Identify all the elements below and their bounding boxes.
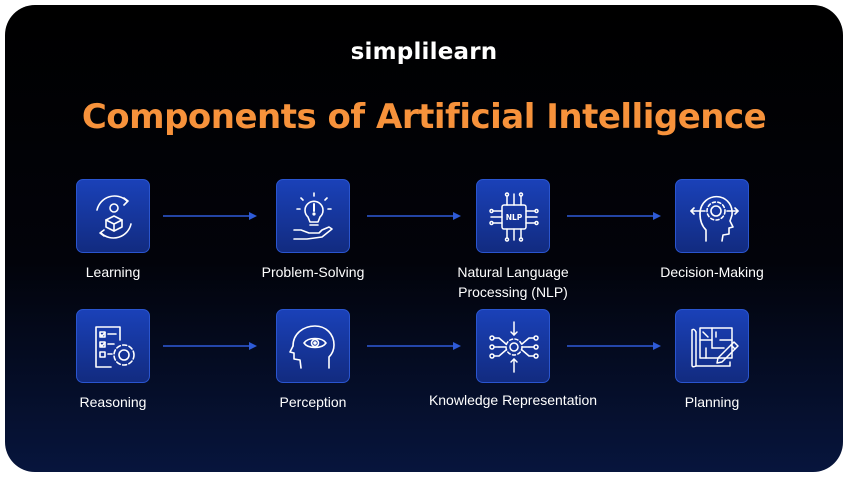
learning-cycle-icon (96, 195, 132, 239)
head-gear-icon (690, 195, 739, 242)
planning-label: Planning (684, 394, 740, 410)
problem-solving-label: Problem-Solving (261, 264, 365, 280)
arrow-learning-to-problem-solving (163, 211, 259, 221)
brand-logo: simplilearn (350, 39, 498, 65)
nlp-chip-text: NLP (506, 213, 523, 222)
network-gear-icon (489, 321, 539, 373)
blueprint-pencil-icon (691, 327, 739, 368)
nlp-chip-icon: NLP (489, 192, 539, 242)
nlp-label: Natural Language Processing (NLP) (457, 264, 569, 300)
learning-tile (76, 179, 150, 253)
decision-making-label: Decision-Making (660, 264, 764, 280)
head-eye-icon (289, 325, 335, 369)
decision-making-tile (675, 179, 749, 253)
checklist-gear-icon (95, 326, 135, 368)
infographic-card: simplilearn Components of Artificial Int… (5, 5, 843, 472)
arrow-problem-solving-to-nlp (367, 211, 463, 221)
reasoning-tile (76, 309, 150, 383)
planning-tile (675, 309, 749, 383)
nlp-tile: NLP (476, 179, 550, 253)
perception-tile (276, 309, 350, 383)
arrow-knowledge-representation-to-planning (567, 341, 663, 351)
knowledge-representation-label: Knowledge Representation (428, 392, 598, 408)
problem-solving-tile (276, 179, 350, 253)
perception-label: Perception (279, 394, 347, 410)
learning-label: Learning (85, 264, 141, 280)
reasoning-label: Reasoning (79, 394, 147, 410)
arrow-perception-to-knowledge-representation (367, 341, 463, 351)
arrow-reasoning-to-perception (163, 341, 259, 351)
lightbulb-hand-icon (293, 192, 333, 240)
page-title: Components of Artificial Intelligence (81, 97, 767, 137)
arrow-nlp-to-decision-making (567, 211, 663, 221)
knowledge-representation-tile (476, 309, 550, 383)
